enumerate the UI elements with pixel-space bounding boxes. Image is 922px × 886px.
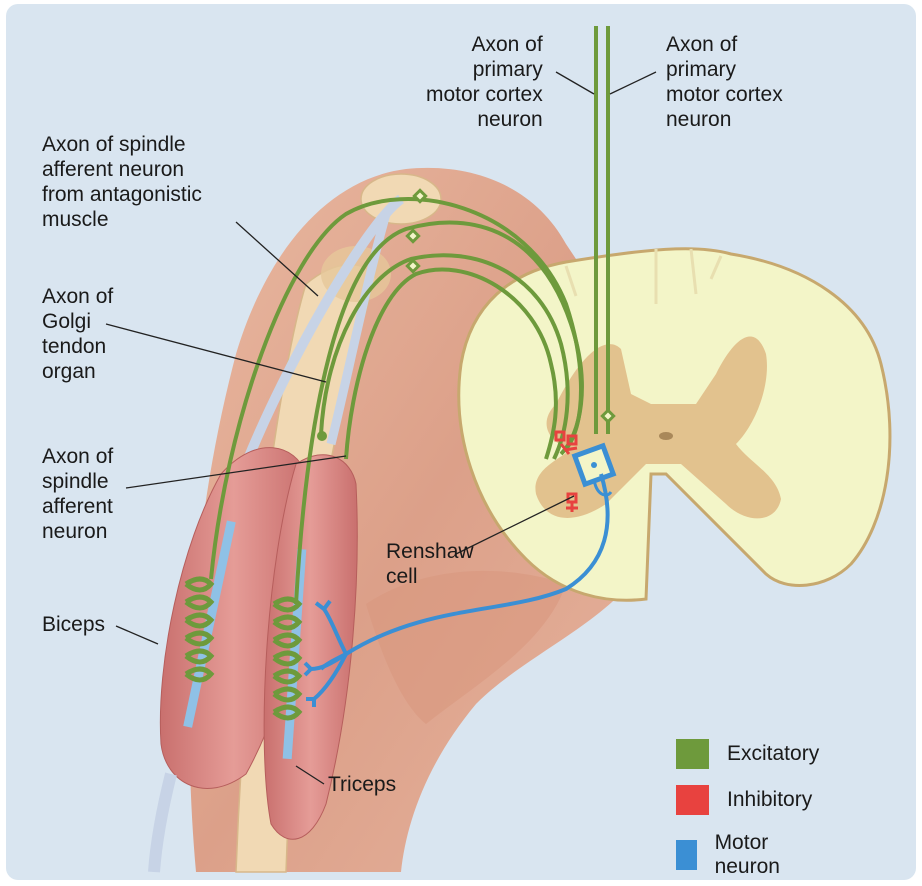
label-renshaw-cell: Renshaw cell [386,539,474,589]
label-axon-spindle-antagonistic: Axon of spindle afferent neuron from ant… [42,132,202,232]
label-axon-primary-left: Axon of primary motor cortex neuron [426,32,543,132]
tendon-lower [154,774,171,872]
legend-item-inhibitory: Inhibitory [676,785,812,815]
diagram-frame: Axon of primary motor cortex neuron Axon… [6,4,916,880]
legend-swatch-excitatory [676,739,709,769]
golgi-afferent-end [317,431,327,441]
legend-swatch-motor-neuron [676,840,697,870]
legend-label: Inhibitory [727,788,812,812]
legend-item-motor-neuron: Motor neuron [676,831,792,879]
legend-label: Motor neuron [715,831,793,879]
central-canal [659,432,673,440]
legend-item-excitatory: Excitatory [676,739,819,769]
label-axon-spindle: Axon of spindle afferent neuron [42,444,113,544]
legend-swatch-inhibitory [676,785,709,815]
label-axon-primary-right: Axon of primary motor cortex neuron [666,32,783,132]
label-biceps: Biceps [42,612,105,637]
motor-neuron-nucleus [591,462,597,468]
label-triceps: Triceps [328,772,396,797]
legend-label: Excitatory [727,742,819,766]
label-axon-golgi: Axon of Golgi tendon organ [42,284,113,384]
